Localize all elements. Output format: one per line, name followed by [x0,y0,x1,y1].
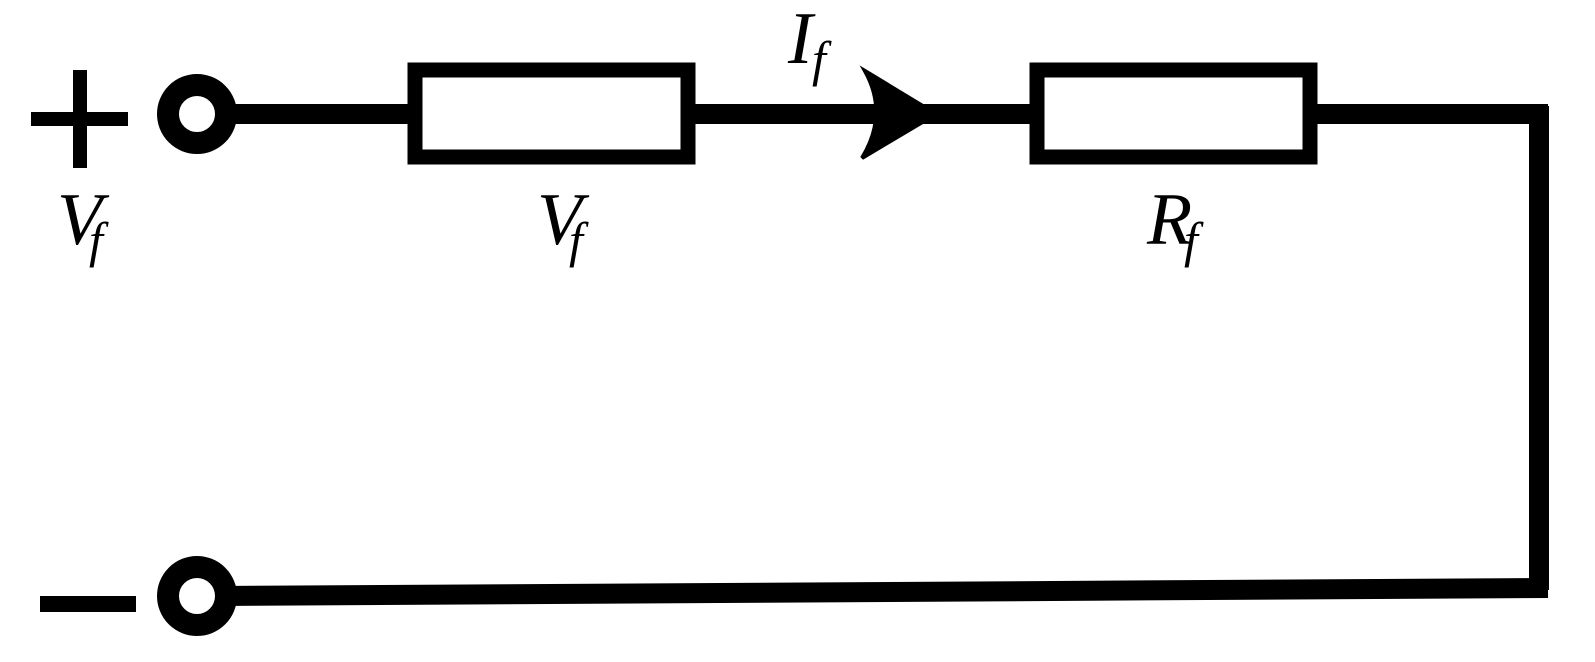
component-1-subscript: f [569,212,589,268]
current-label: I f [787,0,832,87]
component-1-main: V [537,179,590,261]
negative-terminal [157,556,237,636]
bottom-return-wire [215,578,1549,606]
source-voltage-main: V [57,179,110,261]
component-2-label: R f [1146,179,1204,268]
component-1-label: V f [537,179,590,268]
component-2-main: R [1146,179,1192,261]
component-2-box [1029,62,1318,165]
component-2-subscript: f [1184,212,1204,268]
component-1-box [407,62,696,165]
minus-sign-icon [40,596,136,612]
current-main: I [787,0,816,80]
source-voltage-label: V f [57,179,110,268]
current-arrow-icon [859,65,940,160]
current-subscript: f [812,31,832,87]
positive-terminal [157,74,237,154]
source-voltage-subscript: f [89,212,109,268]
plus-sign-icon [31,70,128,168]
